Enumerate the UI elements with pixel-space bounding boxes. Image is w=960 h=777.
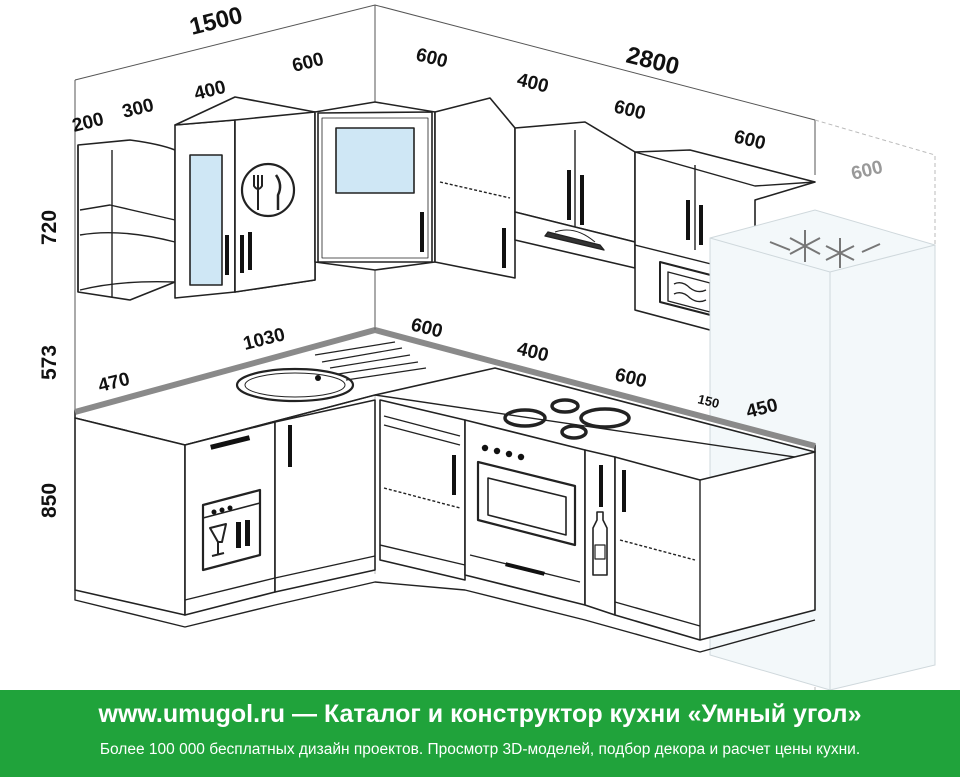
dim-600-fridge: 600 <box>849 157 885 185</box>
dim-573: 573 <box>38 345 61 380</box>
dim-1500: 1500 <box>187 2 245 41</box>
dim-850: 850 <box>38 483 61 518</box>
dim-600-corner: 600 <box>290 49 326 77</box>
base-cabinet-400 <box>379 399 466 581</box>
sink-icon <box>235 341 427 403</box>
footer-banner: www.umugol.ru — Каталог и конструктор ку… <box>0 690 960 777</box>
dim-600-counter-right: 600 <box>613 364 649 392</box>
open-shelf-unit <box>77 139 176 301</box>
induction-hob-icon <box>503 398 631 440</box>
countertop <box>74 327 816 461</box>
dishes-cabinet-400 <box>174 96 316 293</box>
dim-470: 470 <box>96 369 132 397</box>
dim-600-micro: 600 <box>732 126 768 154</box>
bottle-cabinet-150 <box>584 449 616 616</box>
glass-cabinet-300 <box>174 119 236 299</box>
oven-cabinet <box>464 419 586 606</box>
dishwasher-icon <box>201 488 262 572</box>
bottle-icon <box>592 511 608 576</box>
dim-400-left: 400 <box>192 77 228 105</box>
hood-cabinet-400 <box>514 121 636 269</box>
banner-subtitle: Более 100 000 бесплатных дизайн проектов… <box>99 741 861 758</box>
dim-300: 300 <box>120 95 156 123</box>
dim-2800: 2800 <box>624 42 682 81</box>
kitchen-diagram: 1500 2800 200 300 400 600 600 400 600 60… <box>38 2 936 690</box>
dim-600-mid: 600 <box>612 96 648 124</box>
base-corner-cabinet <box>274 399 376 593</box>
dim-150: 150 <box>696 391 721 411</box>
corner-glass-cabinet <box>314 101 436 271</box>
snowflake-icon <box>769 230 881 268</box>
dim-600-right: 600 <box>414 44 450 72</box>
dim-200: 200 <box>70 109 106 137</box>
plate-fork-knife-icon <box>240 162 296 218</box>
banner-title[interactable]: www.umugol.ru — Каталог и конструктор ку… <box>98 700 862 728</box>
oven-icon <box>469 444 581 583</box>
base-left-cabinets <box>74 417 284 616</box>
base-cabinet-450 <box>614 451 816 641</box>
dim-1030: 1030 <box>241 324 287 355</box>
plinth <box>74 581 816 653</box>
dim-400-hood: 400 <box>515 69 551 97</box>
upper-cabinet-600 <box>434 97 516 279</box>
dim-400-counter: 400 <box>515 338 551 366</box>
dim-720: 720 <box>38 210 61 245</box>
